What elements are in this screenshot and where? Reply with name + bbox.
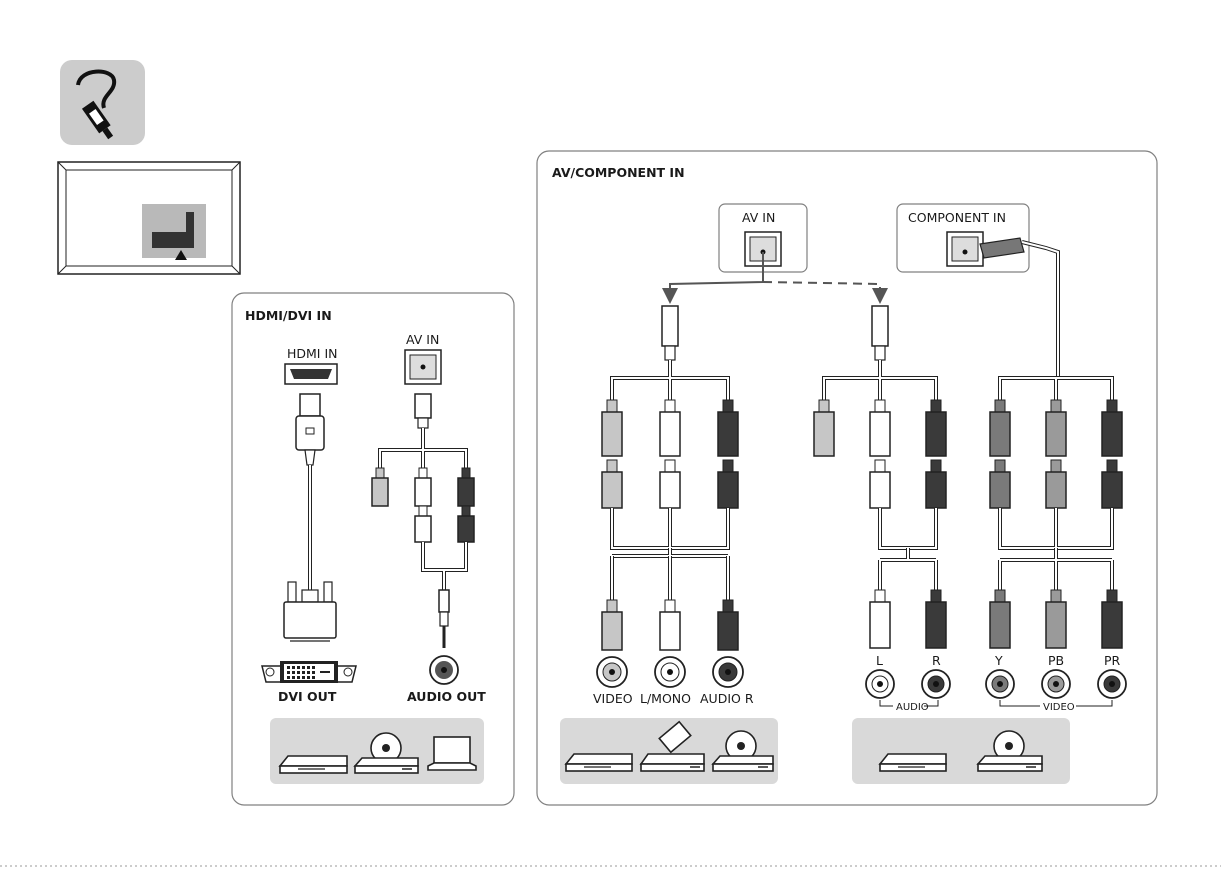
- set-top-box-icon: [880, 754, 946, 771]
- component-pb-label: PB: [1048, 653, 1064, 668]
- tv-rear-icon: [58, 162, 240, 274]
- audio-group-label: AUDIO: [896, 702, 929, 713]
- l-mono-label: L/MONO: [640, 691, 691, 706]
- hdmi-port-icon: [285, 364, 337, 384]
- av-panel-title: AV/COMPONENT IN: [552, 165, 685, 180]
- hdmi-panel-title: HDMI/DVI IN: [245, 308, 332, 323]
- audio-out-jack-icon: [430, 656, 458, 684]
- component-pr-label: PR: [1104, 653, 1121, 668]
- dvi-connector-icon: [284, 582, 336, 641]
- audio-l-label: L: [876, 653, 883, 668]
- hdmi-dvi-panel: HDMI/DVI IN HDMI IN AV IN: [232, 293, 514, 805]
- av-in-label: AV IN: [742, 210, 775, 225]
- audio-out-label: AUDIO OUT: [407, 689, 486, 704]
- cable-icon: [60, 60, 145, 145]
- audio-r-label: AUDIO R: [700, 691, 754, 706]
- component-in-label: COMPONENT IN: [908, 210, 1006, 225]
- av-in-port-icon: [405, 350, 441, 384]
- component-devices-tray: [852, 718, 1070, 784]
- video-group-label: VIDEO: [1043, 702, 1075, 713]
- dvi-out-label: DVI OUT: [278, 689, 337, 704]
- hdmi-in-label: HDMI IN: [287, 346, 338, 361]
- set-top-box-icon: [280, 756, 347, 773]
- hdmi-av-in-label: AV IN: [406, 332, 439, 347]
- av-component-panel: AV/COMPONENT IN AV IN COMPONENT IN: [537, 151, 1157, 805]
- laptop-icon: [428, 737, 476, 770]
- component-y-label: Y: [994, 653, 1003, 668]
- set-top-box-icon: [566, 754, 632, 771]
- component-jacks: [986, 670, 1126, 698]
- av-jacks-left: [597, 657, 743, 687]
- video-label: VIDEO: [593, 691, 633, 706]
- audio-r-short-label: R: [932, 653, 941, 668]
